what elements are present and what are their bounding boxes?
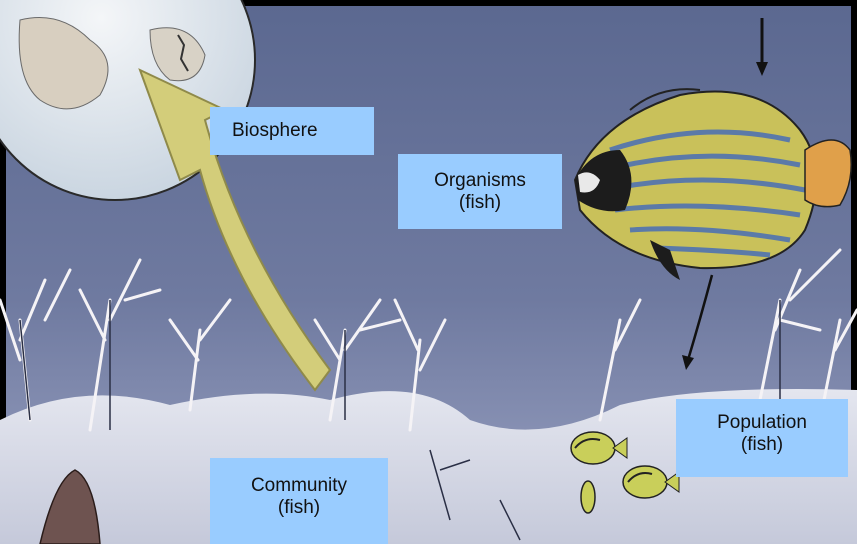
label-community-line2: (fish) (210, 497, 388, 519)
label-community: Community (fish) (210, 458, 388, 544)
label-organisms-line2: (fish) (398, 192, 562, 214)
label-biosphere: Biosphere (210, 107, 374, 155)
label-population-line2: (fish) (676, 434, 848, 456)
label-population-line1: Population (676, 412, 848, 434)
label-community-line1: Community (210, 475, 388, 497)
label-organisms-line1: Organisms (398, 170, 562, 192)
label-biosphere-text: Biosphere (232, 120, 374, 142)
label-population: Population (fish) (676, 399, 848, 477)
label-organisms: Organisms (fish) (398, 154, 562, 229)
